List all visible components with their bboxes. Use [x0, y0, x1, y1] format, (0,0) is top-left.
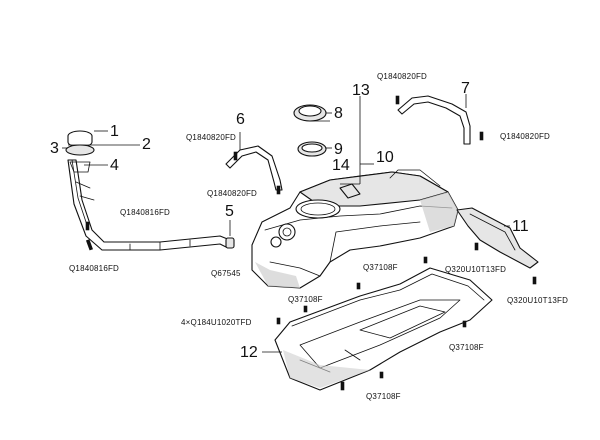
- code-nut-left: Q37108F: [288, 295, 323, 304]
- code-bolt-6-bottom: Q1840820FD: [207, 189, 257, 198]
- callout-8: 8: [334, 105, 343, 122]
- part-code-labels: Q1840820FD Q1840820FD Q1840820FD Q184082…: [69, 72, 568, 401]
- leader-lines: [62, 94, 510, 353]
- callout-9: 9: [334, 141, 343, 158]
- code-nut-right: Q37108F: [449, 343, 484, 352]
- strap-part-6: [225, 145, 283, 191]
- callout-11: 11: [512, 218, 529, 235]
- code-bolt-6-top: Q1840820FD: [186, 133, 236, 142]
- callout-3: 3: [50, 140, 59, 157]
- callout-7: 7: [461, 80, 470, 97]
- callout-14: 14: [332, 157, 350, 174]
- callout-6: 6: [236, 111, 245, 128]
- callout-10: 10: [376, 149, 394, 166]
- callout-4: 4: [110, 157, 119, 174]
- lock-ring-part-8: [293, 104, 327, 122]
- callout-5: 5: [225, 203, 234, 220]
- callout-12: 12: [240, 344, 258, 361]
- code-bolt-qty-left: 4×Q184U1020TFD: [181, 318, 252, 327]
- fasteners: [85, 95, 537, 391]
- strap-part-7: [397, 95, 471, 145]
- code-clamp-5: Q67545: [211, 269, 241, 278]
- callout-2: 2: [142, 136, 151, 153]
- callout-numbers: 1 2 3 4 5 6 7 8 9 10 11 12 13 14: [50, 80, 529, 361]
- heat-shield-part-11: [456, 207, 539, 269]
- code-bolt-filler-lower: Q1840816FD: [69, 264, 119, 273]
- code-nut-top: Q37108F: [363, 263, 398, 272]
- fuel-tank: [251, 169, 459, 289]
- code-nut-11-upper: Q320U10T13FD: [445, 265, 506, 274]
- seal-part-9: [297, 141, 327, 157]
- clamp-part-5: [225, 237, 235, 249]
- code-nut-11-lower: Q320U10T13FD: [507, 296, 568, 305]
- code-bolt-filler-upper: Q1840816FD: [120, 208, 170, 217]
- skid-plate-part-12: [274, 267, 493, 391]
- callout-1: 1: [110, 123, 119, 140]
- code-nut-bottom: Q37108F: [366, 392, 401, 401]
- callout-13: 13: [352, 82, 370, 99]
- code-bolt-7-right: Q1840820FD: [500, 132, 550, 141]
- code-bolt-7-top: Q1840820FD: [377, 72, 427, 81]
